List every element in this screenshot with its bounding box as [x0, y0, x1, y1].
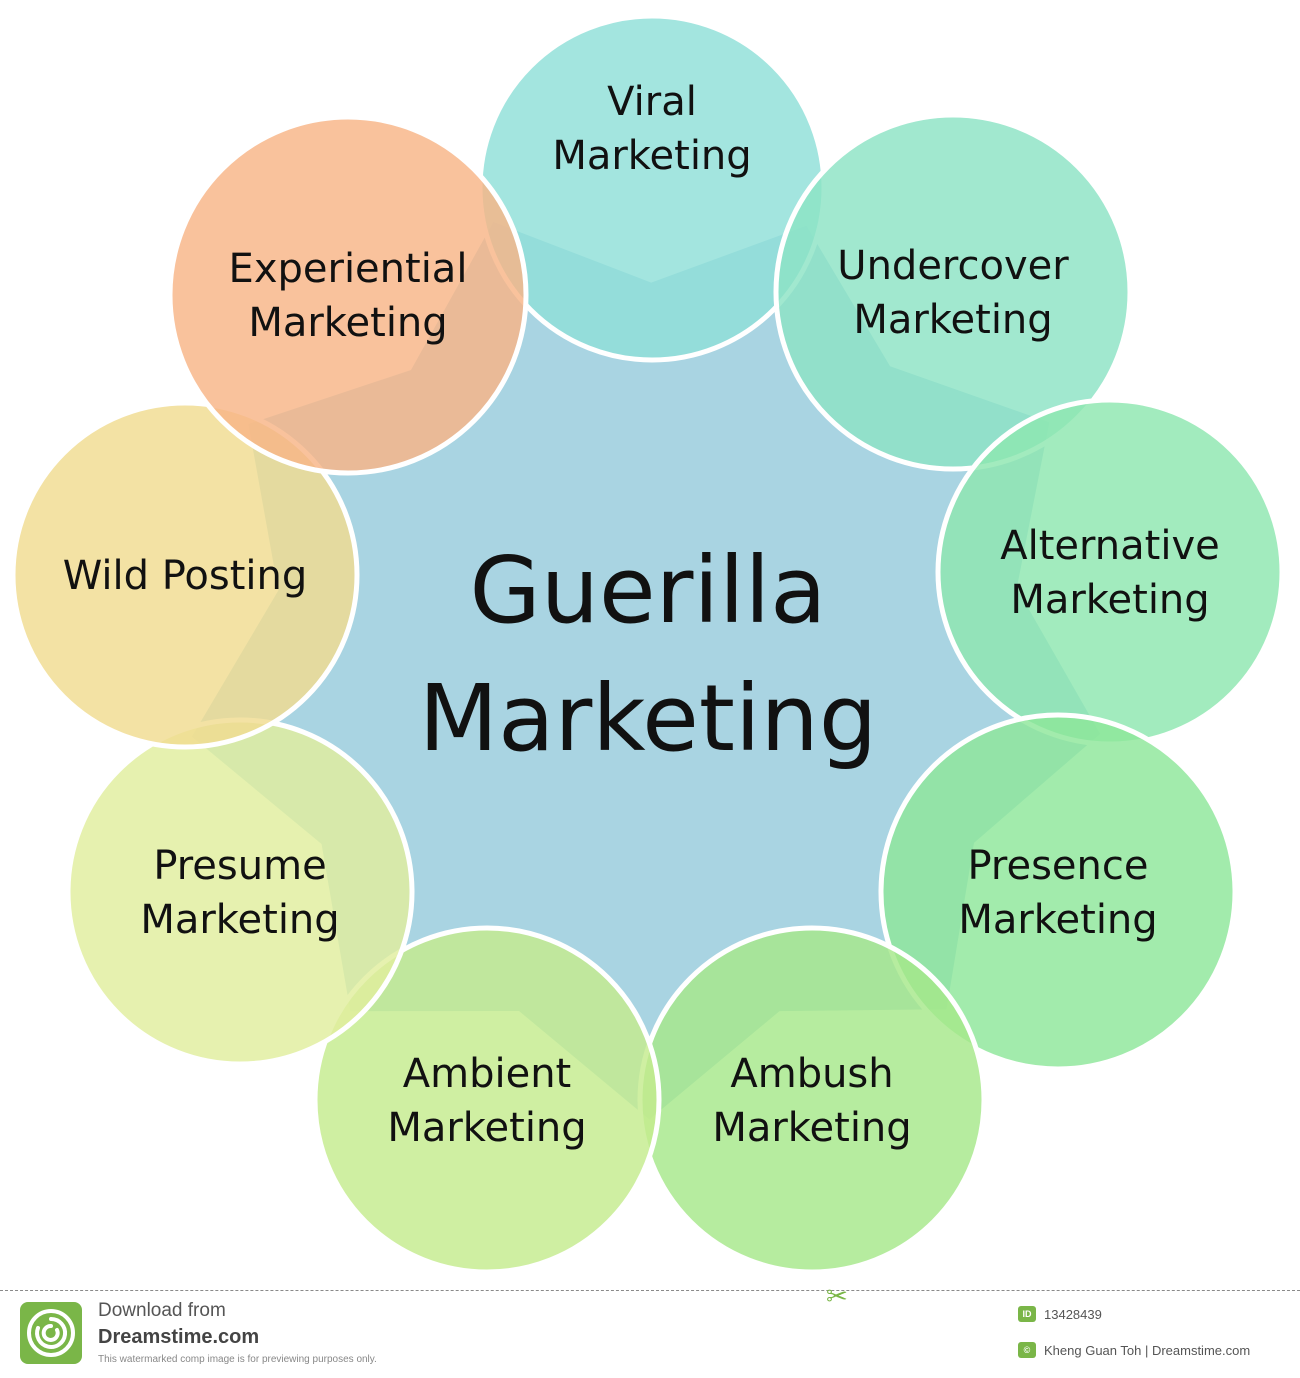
- node-label-8: Wild Posting: [63, 553, 308, 599]
- node-circle-1: [477, 13, 827, 363]
- photographer-credit[interactable]: Kheng Guan Toh | Dreamstime.com: [1044, 1342, 1251, 1358]
- node-circle-3: [935, 397, 1285, 747]
- stock-footer: ✂ Download from Dreamstime.com This wate…: [0, 1284, 1300, 1378]
- site-name-link[interactable]: Dreamstime.com: [98, 1326, 260, 1348]
- image-id-row: ID 13428439: [1018, 1304, 1102, 1324]
- cut-line: [0, 1290, 1300, 1291]
- dreamstime-logo-icon: [20, 1302, 82, 1364]
- node-circle-8: [10, 400, 360, 750]
- download-from-text: Download from: [98, 1300, 226, 1321]
- image-id: 13428439: [1044, 1306, 1102, 1322]
- preview-note: This watermarked comp image is for previ…: [98, 1354, 377, 1365]
- scissors-icon: ✂: [826, 1282, 848, 1312]
- id-icon: ID: [1018, 1306, 1036, 1322]
- node-circle-4: [878, 712, 1238, 1072]
- node-circle-6: [312, 925, 662, 1275]
- node-circle-2: [773, 112, 1133, 472]
- copyright-icon: ©: [1018, 1342, 1036, 1358]
- node-circle-5: [637, 925, 987, 1275]
- credit-row: © Kheng Guan Toh | Dreamstime.com: [1018, 1340, 1250, 1360]
- node-circle-9: [167, 114, 529, 476]
- node-circle-7: [65, 717, 415, 1067]
